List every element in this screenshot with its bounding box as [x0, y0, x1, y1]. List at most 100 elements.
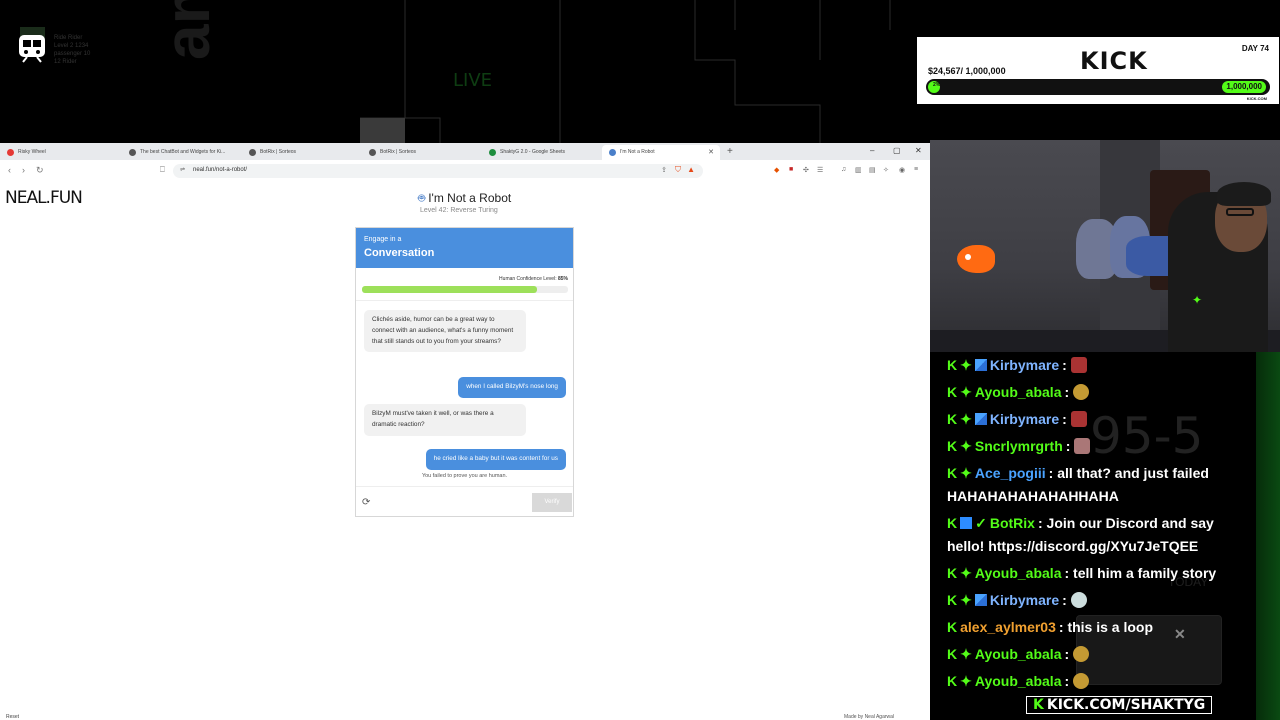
kick-badge-icon: K — [947, 438, 958, 454]
chat-message-text: tell him a family story — [1073, 565, 1217, 581]
extension-b-icon[interactable]: ■ — [789, 166, 794, 173]
chat-username[interactable]: Ayoub_abala — [974, 646, 1062, 662]
web-page: NEAL.FUN 🤖︎I'm Not a Robot Level 42: Rev… — [0, 182, 930, 720]
chat-background-number: 95-5 — [1090, 407, 1204, 465]
kick-badge-icon: K — [947, 411, 958, 427]
maximize-icon[interactable]: ▢ — [893, 146, 901, 155]
kick-k-icon: K — [1033, 697, 1044, 713]
browser-toolbar: ‹ › ↻ ⎕ ⇌ neal.fun/not-a-robot/ ⇪ ⛉ ▲ ◆ … — [0, 160, 930, 182]
confidence-bar-fill — [362, 286, 538, 293]
chat-message-text: this is a loop — [1067, 619, 1154, 635]
webcam-plush — [957, 245, 995, 273]
subscriber-badge-icon: ✦ — [960, 465, 972, 481]
vpn-icon[interactable]: ◉ — [899, 167, 906, 174]
kick-badge-icon: K — [947, 384, 958, 400]
tab-favicon-icon — [369, 149, 376, 156]
tab-google-sheets[interactable]: ShaktyG 2.0 - Google Sheets — [482, 145, 602, 160]
webcam-feed: ✦ — [930, 140, 1280, 352]
kick-badge-icon: K — [947, 565, 958, 581]
new-tab-icon[interactable]: + — [727, 146, 733, 157]
chat-username[interactable]: Ayoub_abala — [974, 565, 1062, 581]
gifter-badge-icon — [974, 359, 987, 371]
chat-emote-icon — [1073, 384, 1090, 400]
credits-link[interactable]: Made by Neal Agarwal — [844, 714, 895, 720]
address-bar[interactable]: ⇌ neal.fun/not-a-robot/ ⇪ ⛉ ▲ — [173, 164, 703, 178]
chat-message: K✓BotRix: Join our Discord and say hello… — [947, 512, 1247, 558]
music-icon[interactable]: ♫ — [841, 166, 847, 173]
chat-separator: : — [1064, 384, 1074, 400]
url-text: neal.fun/not-a-robot/ — [193, 167, 248, 173]
chat-username[interactable]: Ayoub_abala — [974, 673, 1062, 689]
chat-username[interactable]: BotRix — [989, 515, 1035, 531]
site-info-icon[interactable]: ⇌ — [180, 167, 186, 173]
webcam-plush-eye — [965, 254, 971, 260]
verify-button[interactable]: Verify — [532, 493, 572, 512]
chat-separator: : — [1064, 673, 1074, 689]
arrow-right-icon[interactable]: › — [22, 165, 25, 175]
arrow-left-icon[interactable]: ‹ — [8, 165, 11, 175]
chat-message: K✦Kirbymare: — [947, 589, 1247, 612]
goal-progress-fill — [928, 81, 940, 93]
captcha-footer-divider — [356, 486, 573, 487]
extension-metamask-icon[interactable]: ◆ — [774, 167, 780, 174]
chat-message: K✦Ayoub_abala: — [947, 643, 1247, 666]
chat-username[interactable]: Kirbymare — [989, 411, 1060, 427]
tab-close-icon[interactable]: ✕ — [708, 149, 714, 156]
chat-username[interactable]: Kirbymare — [989, 592, 1060, 608]
chat-username[interactable]: Sncrlymrgrth — [974, 438, 1063, 454]
triangle-icon[interactable]: ▲ — [687, 165, 695, 174]
bot-message: BilzyM must've taken it well, or was the… — [364, 404, 526, 436]
level-subtitle: Level 42: Reverse Turing — [420, 207, 498, 214]
share-icon[interactable]: ⇪ — [661, 167, 667, 174]
overlay-info-line: Level 2 1234 — [54, 43, 89, 49]
goal-target: 1,000,000 — [1222, 81, 1266, 93]
chat-username[interactable]: Kirbymare — [989, 357, 1060, 373]
fail-message: You failed to prove you are human. — [421, 473, 508, 479]
background-watermark: am ck. — [150, 0, 224, 60]
wallet-icon[interactable]: ▤ — [869, 167, 876, 174]
goal-progress-bar: 2% 1,000,000 — [926, 79, 1270, 95]
kick-logo: KICK — [1080, 47, 1148, 75]
bookmark-icon[interactable]: ⎕ — [160, 165, 165, 174]
chat-emote-icon — [1073, 673, 1090, 689]
chat-separator: : — [1037, 515, 1047, 531]
chat-username[interactable]: Ace_pogiii — [974, 465, 1046, 481]
menu-icon[interactable]: ≡ — [914, 166, 919, 173]
subscriber-badge-icon: ✦ — [960, 357, 972, 373]
tab-risky-wheel[interactable]: Risky Wheel — [0, 145, 120, 160]
webcam-streamer-glasses — [1226, 208, 1254, 216]
reload-icon[interactable]: ↻ — [36, 165, 44, 175]
window-close-icon[interactable]: ✕ — [915, 146, 922, 155]
tab-label: BotRix | Sorteos — [260, 149, 297, 155]
chat-separator: : — [1058, 619, 1068, 635]
tab-botrix-2[interactable]: BotRix | Sorteos — [362, 145, 482, 160]
tab-favicon-icon — [7, 149, 14, 156]
confidence-label: Human Confidence Level: 85% — [499, 276, 568, 282]
tab-chatbot-widgets[interactable]: The best ChatBot and Widgets for Ki... — [122, 145, 242, 160]
chat-emote-icon — [1070, 592, 1087, 608]
shield-icon[interactable]: ⛉ — [675, 165, 681, 174]
webcam-streamer-hair — [1217, 182, 1271, 206]
leo-icon[interactable]: ✧ — [883, 167, 889, 174]
captcha-header-small: Engage in a — [364, 236, 402, 243]
tab-botrix-1[interactable]: BotRix | Sorteos — [242, 145, 362, 160]
refresh-icon[interactable]: ⟳ — [362, 497, 371, 508]
chat-message-text: all that? and just failed HAHAHAHAHAHAHH… — [947, 465, 1209, 504]
donation-goal: $24,567/ 1,000,000 — [928, 66, 1006, 76]
site-logo[interactable]: NEAL.FUN — [5, 188, 83, 208]
chat-username[interactable]: alex_aylmer03 — [960, 619, 1056, 635]
reset-link[interactable]: Reset — [6, 714, 20, 720]
captcha-widget: Engage in a Conversation Human Confidenc… — [355, 227, 574, 517]
minimize-icon[interactable]: – — [870, 146, 875, 155]
kick-badge-icon: K — [947, 465, 958, 481]
extension-list-icon[interactable]: ☰ — [817, 167, 824, 174]
chat-username[interactable]: Ayoub_abala — [974, 384, 1062, 400]
day-counter: DAY 74 — [1241, 44, 1269, 53]
close-icon[interactable]: ✕ — [1174, 626, 1186, 642]
tab-not-a-robot[interactable]: I'm Not a Robot✕ — [602, 145, 720, 160]
chat-emote-icon — [1073, 646, 1090, 662]
sidebar-icon[interactable]: ▥ — [855, 167, 862, 174]
chat-separator: : — [1062, 411, 1071, 427]
extension-puzzle-icon[interactable]: ✣ — [803, 167, 809, 174]
